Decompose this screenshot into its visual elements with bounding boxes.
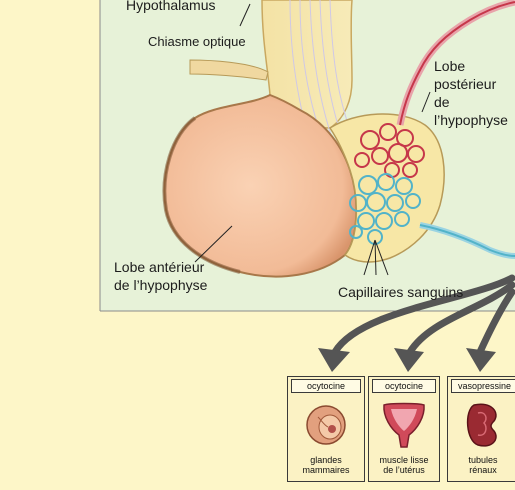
kidney-icon: [448, 399, 515, 449]
mammary-gland-icon: [288, 399, 364, 449]
label-posterior-lobe-3: de: [434, 93, 450, 112]
label-anterior-lobe-2: de l’hypophyse: [114, 276, 207, 295]
target-caption: glandes mammaires: [288, 455, 364, 475]
caption-line: de l’utérus: [369, 465, 439, 475]
label-anterior-lobe-1: Lobe antérieur: [114, 258, 204, 277]
target-card-uterus: ocytocine muscle lisse de l’utérus: [368, 376, 440, 482]
uterus-icon: [369, 399, 439, 449]
target-card-kidney: vasopressine tubules rénaux: [447, 376, 515, 482]
hormone-label: vasopressine: [451, 379, 515, 393]
label-posterior-lobe-4: l’hypophyse: [434, 111, 508, 130]
caption-line: mammaires: [288, 465, 364, 475]
hormone-label: ocytocine: [291, 379, 361, 393]
label-capillaries: Capillaires sanguins: [338, 283, 463, 302]
caption-line: tubules: [448, 455, 515, 465]
caption-line: glandes: [288, 455, 364, 465]
target-caption: muscle lisse de l’utérus: [369, 455, 439, 475]
caption-line: rénaux: [448, 465, 515, 475]
target-caption: tubules rénaux: [448, 455, 515, 475]
hormone-label: ocytocine: [372, 379, 436, 393]
label-optic-chiasm: Chiasme optique: [148, 32, 246, 51]
label-posterior-lobe-2: postérieur: [434, 75, 496, 94]
arrowheads: [318, 348, 496, 372]
label-posterior-lobe-1: Lobe: [434, 57, 465, 76]
target-card-mammary: ocytocine glandes mammaires: [287, 376, 365, 482]
label-hypothalamus: Hypothalamus: [126, 0, 216, 15]
caption-line: muscle lisse: [369, 455, 439, 465]
